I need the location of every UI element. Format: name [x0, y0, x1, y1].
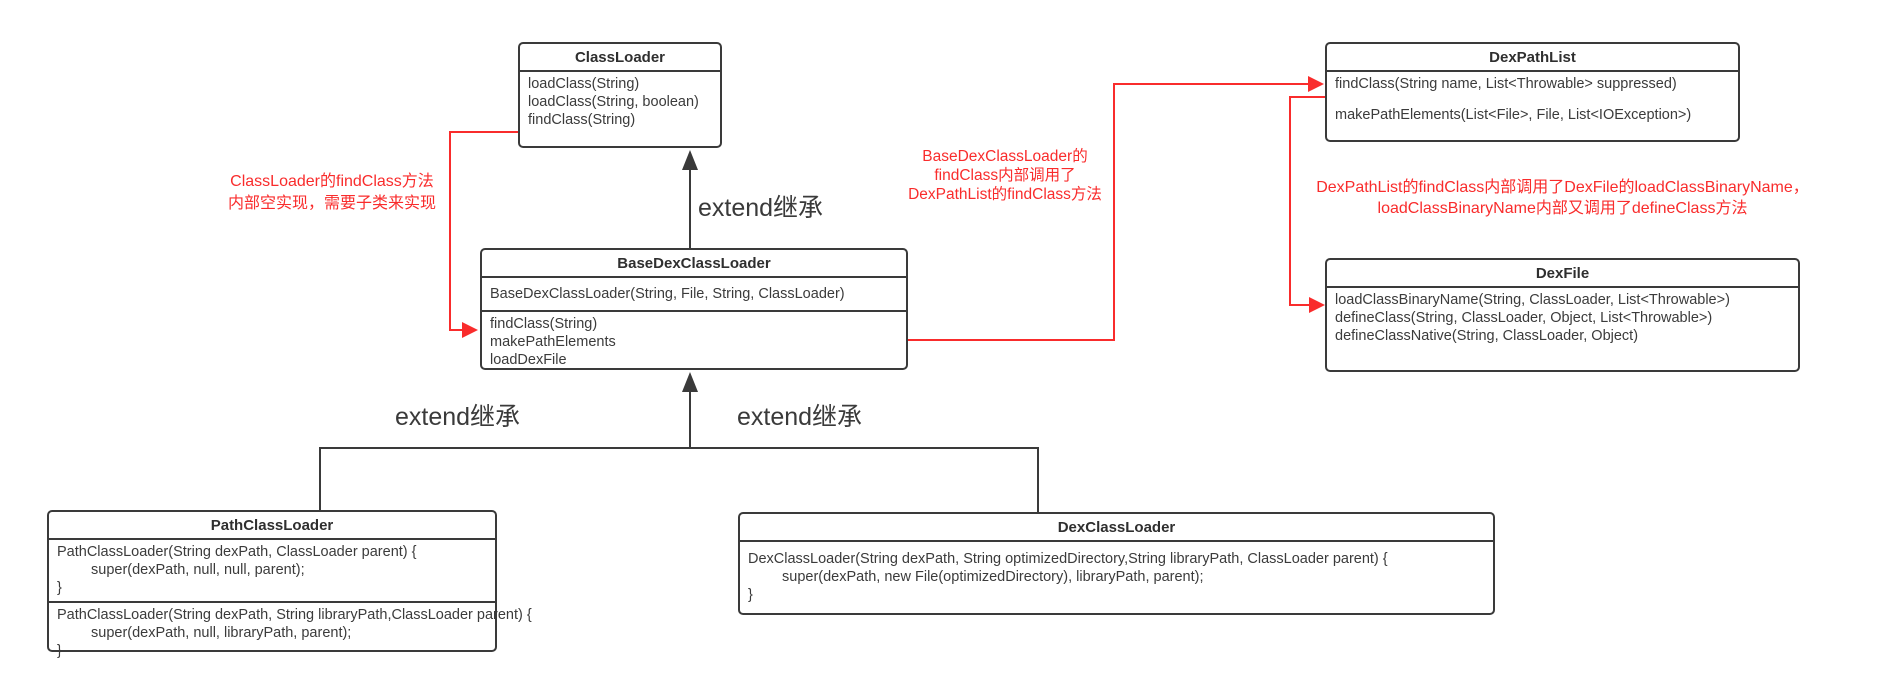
class-box-dexclassloader: DexClassLoader DexClassLoader(String dex…	[738, 512, 1495, 615]
method-line: findClass(String)	[528, 112, 636, 128]
method-line: findClass(String)	[490, 316, 598, 332]
dexclassloader-constructor: DexClassLoader(String dexPath, String op…	[740, 542, 1493, 608]
class-title-dexclassloader: DexClassLoader	[740, 514, 1493, 542]
pathclassloader-constructor-1: PathClassLoader(String dexPath, ClassLoa…	[49, 540, 495, 603]
method-line: makePathElements	[490, 334, 616, 350]
constructor-line: PathClassLoader(String dexPath, ClassLoa…	[57, 544, 417, 560]
classloader-methods: loadClass(String) loadClass(String, bool…	[520, 72, 720, 133]
call-arrow-basedex-to-dexpathlist	[908, 76, 1324, 341]
inheritance-arrow-children-to-basedex	[319, 372, 1039, 512]
annotation-line: findClass内部调用了	[934, 167, 1076, 184]
annotation-line: DexPathList的findClass方法	[908, 186, 1102, 203]
class-title-dexpathlist: DexPathList	[1327, 44, 1738, 72]
class-box-dexfile: DexFile loadClassBinaryName(String, Clas…	[1325, 258, 1800, 372]
class-box-basedexclassloader: BaseDexClassLoader BaseDexClassLoader(St…	[480, 248, 908, 370]
extend-label-right: extend继承	[737, 403, 863, 431]
constructor-line: super(dexPath, new File(optimizedDirecto…	[782, 569, 1204, 585]
annotation-line: DexPathList的findClass内部调用了DexFile的loadCl…	[1316, 179, 1809, 196]
constructor-line: DexClassLoader(String dexPath, String op…	[748, 551, 1388, 567]
constructor-line: }	[748, 587, 753, 603]
annotation-line: BaseDexClassLoader的	[922, 148, 1088, 165]
class-box-pathclassloader: PathClassLoader PathClassLoader(String d…	[47, 510, 532, 659]
class-title-pathclassloader: PathClassLoader	[49, 512, 495, 540]
annotation-line: 内部空实现，需要子类来实现	[227, 195, 436, 212]
method-line: defineClass(String, ClassLoader, Object,…	[1335, 310, 1713, 326]
class-title-dexfile: DexFile	[1327, 260, 1798, 288]
class-box-dexpathlist: DexPathList findClass(String name, List<…	[1325, 42, 1740, 142]
method-line: loadClass(String, boolean)	[528, 94, 699, 110]
basedex-methods: findClass(String) makePathElements loadD…	[482, 312, 906, 373]
constructor-line: BaseDexClassLoader(String, File, String,…	[490, 286, 845, 302]
method-line: loadClassBinaryName(String, ClassLoader,…	[1335, 292, 1730, 308]
constructor-line: super(dexPath, null, libraryPath, parent…	[91, 625, 352, 641]
constructor-line: super(dexPath, null, null, parent);	[91, 562, 305, 578]
dexfile-methods: loadClassBinaryName(String, ClassLoader,…	[1327, 288, 1798, 349]
method-line: makePathElements(List<File>, File, List<…	[1335, 107, 1692, 123]
annotation-line: loadClassBinaryName内部又调用了defineClass方法	[1377, 200, 1748, 217]
class-box-classloader: ClassLoader loadClass(String) loadClass(…	[518, 42, 722, 148]
constructor-line: }	[57, 643, 62, 659]
annotation-basedex-calls-dexpathlist: BaseDexClassLoader的 findClass内部调用了 DexPa…	[880, 147, 1130, 204]
extend-label-left: extend继承	[395, 403, 521, 431]
method-line: defineClassNative(String, ClassLoader, O…	[1335, 328, 1639, 344]
pathclassloader-constructor-2: PathClassLoader(String dexPath, String l…	[49, 603, 532, 664]
constructor-line: PathClassLoader(String dexPath, String l…	[57, 607, 532, 623]
constructor-line: }	[57, 580, 62, 596]
annotation-classloader-findclass: ClassLoader的findClass方法 内部空实现，需要子类来实现	[222, 171, 442, 215]
extend-label-top: extend继承	[698, 194, 824, 222]
method-line: loadClass(String)	[528, 76, 640, 92]
dexpathlist-methods: findClass(String name, List<Throwable> s…	[1327, 72, 1738, 128]
annotation-dexpathlist-calls-dexfile: DexPathList的findClass内部调用了DexFile的loadCl…	[1290, 177, 1835, 219]
annotation-line: ClassLoader的findClass方法	[230, 173, 434, 190]
method-line: findClass(String name, List<Throwable> s…	[1335, 76, 1677, 92]
class-title-basedexclassloader: BaseDexClassLoader	[482, 250, 906, 278]
inheritance-arrow-basedex-to-classloader	[682, 150, 698, 248]
basedex-constructors: BaseDexClassLoader(String, File, String,…	[482, 278, 906, 312]
method-line: loadDexFile	[490, 352, 567, 368]
class-title-classloader: ClassLoader	[520, 44, 720, 72]
